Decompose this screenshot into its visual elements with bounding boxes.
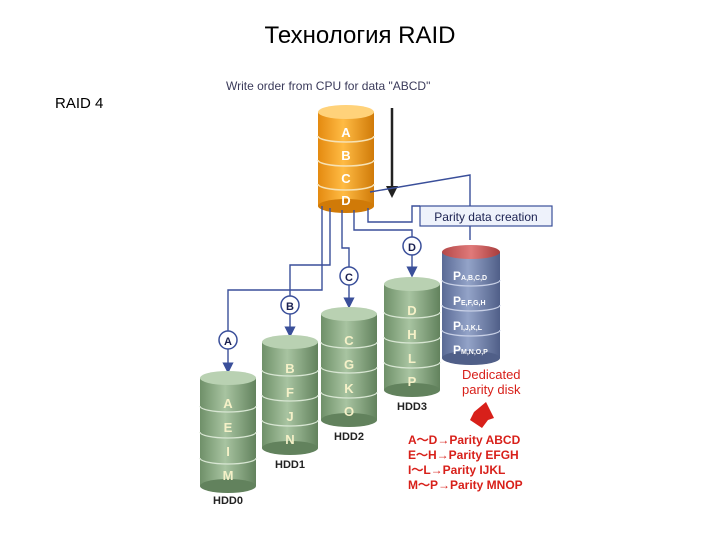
parity-block-1-sub: A,B,C,D (461, 275, 487, 282)
svg-text:PE,F,G,H: PE,F,G,H (453, 294, 486, 308)
hdd1-block-1: B (285, 361, 294, 376)
svg-text:C: C (345, 272, 353, 284)
red-arrow-icon (470, 402, 494, 428)
parity-legend: A～D→Parity ABCD E～H→Parity EFGH I～L→Pari… (408, 433, 523, 492)
hdd3-label: HDD3 (397, 401, 427, 413)
hdd0-block-4: M (223, 468, 234, 483)
parity-block-4-sub: M,N,O,P (461, 349, 488, 356)
cpu-block-b: B (341, 148, 350, 163)
parity-creation-label: Parity data creation (434, 210, 537, 224)
legend-item-4: M～P→Parity MNOP (408, 478, 523, 492)
legend-item-3: I～L→Parity IJKL (408, 463, 505, 477)
svg-text:D: D (408, 242, 416, 254)
legend-item-2: E～H→Parity EFGH (408, 448, 519, 462)
parity-block-1-main: P (453, 269, 461, 283)
hdd3-block-2: H (407, 327, 416, 342)
dedicated-parity-label-2: parity disk (462, 382, 521, 397)
parity-creation-box: Parity data creation (419, 205, 553, 227)
route-label-b: B (280, 295, 300, 315)
hdd1-label: HDD1 (275, 459, 305, 471)
slide-title: Технология RAID (264, 22, 456, 49)
parity-block-4-main: P (453, 343, 461, 357)
svg-text:PA,B,C,D: PA,B,C,D (453, 269, 487, 283)
hdd2-block-2: G (344, 357, 354, 372)
hdd1-block-4: N (285, 432, 294, 447)
routing-lines (222, 174, 471, 374)
hdd3-block-3: L (408, 351, 416, 366)
parity-block-3-sub: I,J,K,L (461, 325, 483, 332)
hdd3-block-1: D (407, 303, 416, 318)
dedicated-parity-label-1: Dedicated (462, 367, 521, 382)
cpu-block-d: D (341, 193, 350, 208)
disk-hdd3: D H L P HDD3 (383, 277, 441, 413)
hdd0-block-3: I (226, 444, 230, 459)
route-label-d: D (402, 236, 422, 256)
hdd1-block-2: F (286, 385, 294, 400)
cpu-data-stack: A B C D (317, 105, 375, 213)
parity-block-2-sub: E,F,G,H (461, 300, 486, 307)
hdd2-block-3: K (344, 381, 354, 396)
hdd2-block-1: C (344, 333, 354, 348)
write-order-label: Write order from CPU for data "ABCD" (226, 79, 430, 93)
svg-text:PI,J,K,L: PI,J,K,L (453, 319, 483, 333)
cpu-block-a: A (341, 125, 351, 140)
section-label: RAID 4 (55, 95, 104, 112)
hdd2-block-4: O (344, 404, 354, 419)
svg-text:B: B (286, 301, 294, 313)
hdd1-block-3: J (286, 409, 293, 424)
parity-disk: PA,B,C,D PE,F,G,H PI,J,K,L PM,N,O,P (441, 245, 501, 365)
hdd3-block-4: P (408, 374, 417, 389)
legend-item-1: A～D→Parity ABCD (408, 433, 521, 447)
hdd0-label: HDD0 (213, 495, 243, 507)
disk-hdd0: A E I M HDD0 (199, 371, 257, 507)
disk-hdd2: C G K O HDD2 (320, 307, 378, 443)
hdd2-label: HDD2 (334, 431, 364, 443)
cpu-block-c: C (341, 171, 351, 186)
parity-block-3-main: P (453, 319, 461, 333)
route-label-c: C (339, 266, 359, 286)
hdd0-block-1: A (223, 396, 233, 411)
hdd0-block-2: E (224, 420, 233, 435)
parity-block-2-main: P (453, 294, 461, 308)
svg-text:A: A (224, 336, 232, 348)
svg-text:PM,N,O,P: PM,N,O,P (453, 343, 488, 357)
route-label-a: A (218, 330, 238, 350)
disk-hdd1: B F J N HDD1 (261, 335, 319, 471)
